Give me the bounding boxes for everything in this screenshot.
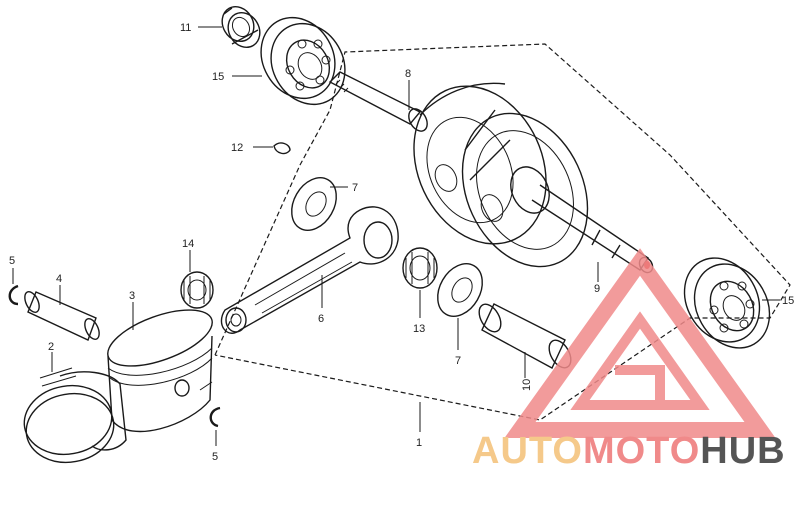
- label-part-4: 4: [56, 273, 62, 285]
- watermark-hub: HUB: [700, 430, 785, 472]
- label-part-10: 10: [521, 379, 533, 391]
- label-part-15-lower: 15: [782, 295, 794, 307]
- label-part-3: 3: [129, 290, 135, 302]
- piston-pin: [24, 291, 100, 341]
- label-part-14: 14: [182, 238, 194, 250]
- label-part-12: 12: [231, 142, 243, 154]
- watermark-moto: MOTO: [583, 430, 700, 472]
- label-part-9: 9: [594, 283, 600, 295]
- piston: [107, 309, 213, 433]
- thrust-washer-upper: [291, 177, 337, 231]
- crankshaft-right: [434, 109, 654, 274]
- watermark-text: AUTOMOTOHUB: [472, 430, 786, 472]
- connecting-rod: [220, 206, 399, 334]
- needle-bearing-big: [402, 247, 438, 289]
- watermark-auto: AUTO: [472, 430, 583, 472]
- label-part-5-lower: 5: [212, 451, 218, 463]
- label-part-15-upper: 15: [212, 71, 224, 83]
- piston-rings: [23, 367, 127, 464]
- label-part-7-lower: 7: [455, 355, 461, 367]
- automotohub-logo: [504, 248, 776, 438]
- label-part-6: 6: [318, 313, 324, 325]
- label-part-2: 2: [48, 341, 54, 353]
- oil-seal: [221, 6, 261, 48]
- label-part-5-upper: 5: [9, 255, 15, 267]
- needle-bearing-small: [180, 271, 214, 309]
- label-part-7-upper: 7: [352, 182, 358, 194]
- crankshaft-left: [328, 71, 547, 245]
- piston-pin-clip-left: [8, 284, 19, 306]
- assembly-outline: [214, 43, 791, 421]
- label-part-11: 11: [180, 22, 191, 34]
- ball-bearing-lower: [683, 257, 771, 349]
- label-part-8: 8: [405, 68, 411, 80]
- woodruff-key: [273, 142, 291, 155]
- piston-pin-clip-right: [209, 406, 221, 428]
- thrust-washer-lower: [437, 263, 483, 317]
- label-part-13: 13: [413, 323, 425, 335]
- label-part-1: 1: [416, 437, 422, 449]
- ball-bearing-upper: [260, 16, 346, 106]
